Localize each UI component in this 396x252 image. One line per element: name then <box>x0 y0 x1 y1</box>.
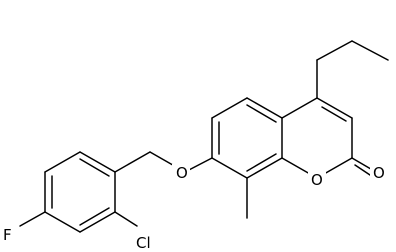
bond <box>79 207 110 226</box>
bond <box>211 97 248 119</box>
bond <box>44 211 81 233</box>
bond <box>79 211 116 233</box>
bond-lines <box>19 40 389 233</box>
ether-oxygen-label: O <box>176 164 188 182</box>
bond <box>211 157 248 179</box>
bond <box>114 211 138 227</box>
ring-oxygen-label: O <box>311 171 323 189</box>
bond <box>114 151 151 173</box>
bond <box>19 211 46 227</box>
bond <box>316 97 353 119</box>
carbonyl-oxygen-label: O <box>373 164 385 182</box>
bond <box>44 151 81 173</box>
bond <box>246 97 283 119</box>
fluorine-label: F <box>3 226 12 244</box>
bond <box>281 97 318 119</box>
chlorine-label: Cl <box>136 234 151 252</box>
bond <box>246 157 283 179</box>
atom-labels: O O O Cl F <box>2 164 388 252</box>
bond <box>79 158 110 177</box>
bond <box>316 40 353 61</box>
bond <box>351 40 389 61</box>
bond <box>246 104 277 123</box>
bond <box>321 106 347 122</box>
bond <box>79 151 116 173</box>
bond <box>246 153 277 172</box>
